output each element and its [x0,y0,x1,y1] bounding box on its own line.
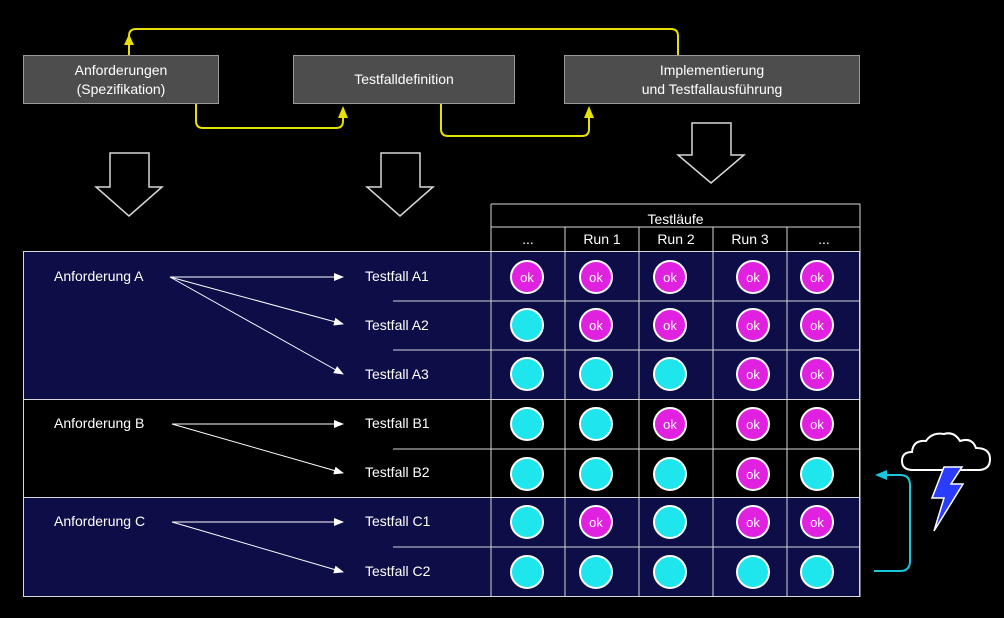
result-open-circle [800,457,834,491]
flow-req-to-def [195,104,344,129]
result-open-circle [653,555,687,589]
requirements-box: Anforderungen (Spezifikation) [23,55,219,104]
feedback-arrow [874,474,911,572]
result-open-circle [579,555,613,589]
result-open-circle [653,357,687,391]
flow-feedback-top [128,28,679,55]
result-open-circle [510,555,544,589]
column-header-3: Run 3 [731,231,769,247]
result-ok-circle: ok [800,357,834,391]
table-title: Testläufe [647,211,704,227]
result-open-circle [510,505,544,539]
lightning-icon [930,466,965,532]
result-open-circle [736,555,770,589]
result-ok-circle: ok [653,407,687,441]
flow-arrowhead-def [338,106,348,118]
down-arrow-1 [94,152,164,217]
result-open-circle [579,457,613,491]
implementation-box-line2: und Testfallausführung [641,80,783,97]
result-ok-circle: ok [579,505,613,539]
result-open-circle [579,357,613,391]
implementation-box-line1: Implementierung [659,61,765,78]
result-ok-circle: ok [653,308,687,342]
result-ok-circle: ok [800,260,834,294]
column-header-0: ... [522,231,534,247]
result-ok-circle: ok [510,260,544,294]
arrow-a-a2 [169,276,344,326]
flow-def-to-impl [440,104,590,137]
testcase-a2: Testfall A2 [365,317,429,333]
result-ok-circle: ok [800,308,834,342]
result-ok-circle: ok [800,505,834,539]
implementation-box: Implementierung und Testfallausführung [564,55,860,104]
result-open-circle [510,407,544,441]
result-ok-circle: ok [800,407,834,441]
testcase-b2: Testfall B2 [365,464,430,480]
result-open-circle [653,457,687,491]
arrow-b-b2 [171,423,344,475]
testcase-definition-label: Testfalldefinition [354,71,454,87]
result-ok-circle: ok [736,308,770,342]
result-open-circle [510,308,544,342]
result-open-circle [800,555,834,589]
result-ok-circle: ok [736,505,770,539]
arrow-a-a3 [169,276,344,375]
result-ok-circle: ok [736,457,770,491]
result-ok-circle: ok [736,260,770,294]
column-header-2: Run 2 [657,231,695,247]
group-a-band [23,251,860,400]
testcase-c2: Testfall C2 [365,563,431,579]
result-open-circle [653,505,687,539]
result-ok-circle: ok [579,260,613,294]
result-ok-circle: ok [736,407,770,441]
table-grid [393,203,861,597]
requirement-b: Anforderung B [54,415,145,431]
result-ok-circle: ok [653,260,687,294]
feedback-arrowhead [875,470,887,480]
testcase-c1: Testfall C1 [365,513,431,529]
down-arrow-3 [675,122,747,184]
testcase-a3: Testfall A3 [365,366,429,382]
requirement-c: Anforderung C [54,513,146,529]
column-header-4: ... [818,231,830,247]
arrow-c-c2 [171,521,344,574]
result-open-circle [579,407,613,441]
result-open-circle [510,457,544,491]
flow-arrowhead-impl [584,106,594,118]
result-open-circle [510,357,544,391]
result-ok-circle: ok [736,357,770,391]
requirements-box-line2: (Spezifikation) [76,80,166,97]
requirements-box-line1: Anforderungen [74,61,168,78]
testcase-a1: Testfall A1 [365,268,429,284]
requirement-a: Anforderung A [54,268,144,284]
result-ok-circle: ok [579,308,613,342]
testcase-b1: Testfall B1 [365,415,430,431]
flow-arrowhead-top [124,34,134,45]
down-arrow-2 [365,152,435,217]
testcase-definition-box: Testfalldefinition [293,55,515,104]
storm-cloud-icon [900,432,992,471]
column-header-1: Run 1 [583,231,621,247]
